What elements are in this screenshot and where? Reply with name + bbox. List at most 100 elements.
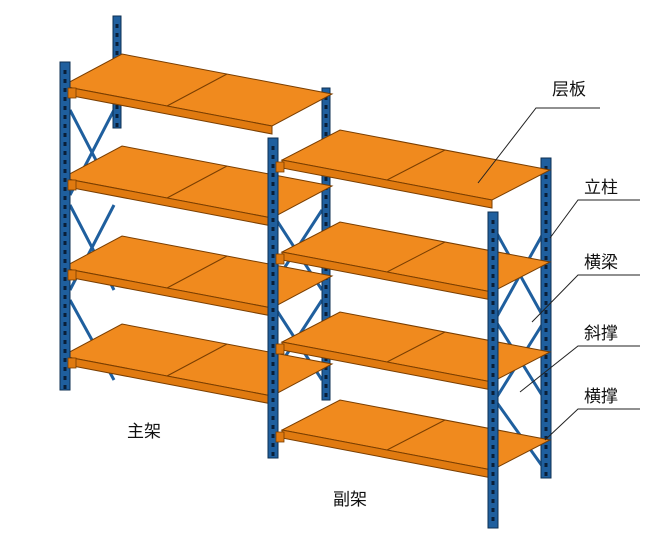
upright-back-right-sub-hole [544, 373, 548, 377]
upright-front-left-main-hole [63, 133, 67, 137]
upright-front-mid-hole [271, 425, 275, 429]
upright-back-right-sub-hole [544, 175, 548, 179]
upright-back-left-main-hole [115, 51, 119, 55]
upright-front-left-main-hole [63, 385, 67, 389]
upright-front-left-main-hole [63, 115, 67, 119]
upright-front-right-sub-hole [491, 463, 495, 467]
upright-front-right-sub-hole [491, 445, 495, 449]
leader-upright [549, 199, 640, 239]
main-shelf-3-seam [166, 255, 228, 289]
upright-front-right-sub-hole [491, 310, 495, 314]
upright-back-right-sub-hole [544, 229, 548, 233]
beam-bracket-6 [275, 343, 285, 355]
upright-back-mid-hole [324, 267, 328, 271]
upright-front-right-sub-hole [491, 220, 495, 224]
upright-front-left-main-hole [63, 214, 67, 218]
upright-front-mid-hole [271, 380, 275, 384]
upright-back-right-sub-hole [544, 211, 548, 215]
beam-part-label: 横梁 [584, 253, 618, 273]
upright-front-mid-hole [271, 344, 275, 348]
upright-front-right-sub-hole [491, 355, 495, 359]
upright-front-mid-hole [271, 335, 275, 339]
upright-front-mid-hole [271, 353, 275, 357]
upright-back-right-sub-hole [544, 445, 548, 449]
upright-front-mid-hole [271, 290, 275, 294]
front-uprights [59, 61, 499, 529]
upright-front-left-main-hole [63, 196, 67, 200]
upright-front-mid-hole [271, 398, 275, 402]
upright-front-left-main-hole [63, 142, 67, 146]
upright-front-left-main-hole [63, 340, 67, 344]
leader-lines [477, 107, 640, 441]
upright-back-mid-hole [324, 132, 328, 136]
upright-front-right-sub-hole [491, 274, 495, 278]
beam-bracket-7 [275, 431, 285, 443]
upright-front-right-sub-hole [491, 490, 495, 494]
upright-front-left-main-hole [63, 79, 67, 83]
upright-front-right-sub-hole [491, 292, 495, 296]
upright-front-mid-hole [271, 200, 275, 204]
upright-back-right-sub-hole [544, 382, 548, 386]
upright-front-mid-hole [271, 389, 275, 393]
upright-front-right-sub [487, 211, 499, 529]
upright-front-right-sub-hole [491, 427, 495, 431]
upright-front-mid-hole [271, 236, 275, 240]
upright-back-mid-hole [324, 294, 328, 298]
upright-front-mid-hole [271, 254, 275, 258]
upright-front-left-main-hole [63, 304, 67, 308]
upright-front-mid-hole [271, 272, 275, 276]
upright-front-left-main-hole [63, 322, 67, 326]
upright-back-right-sub-hole [544, 193, 548, 197]
upright-front-left-main-hole [63, 313, 67, 317]
upright-back-right-sub-hole [544, 346, 548, 350]
upright-front-left-main-hole [63, 70, 67, 74]
beam-bracket-4 [275, 161, 285, 173]
upright-back-mid-hole [324, 303, 328, 307]
upright-front-mid-hole [271, 371, 275, 375]
upright-front-mid-hole [271, 326, 275, 330]
upright-back-mid-hole [324, 384, 328, 388]
upright-front-left-main-hole [63, 169, 67, 173]
upright-front-left-main-hole [63, 349, 67, 353]
upright-front-left-main-hole [63, 295, 67, 299]
upright-front-right-sub-hole [491, 508, 495, 512]
upright-front-left-main-hole [63, 88, 67, 92]
upright-front-left-main-hole [63, 205, 67, 209]
upright-front-right-sub-hole [491, 382, 495, 386]
upright-back-right-sub-hole [544, 292, 548, 296]
upright-front-right-sub-hole [491, 436, 495, 440]
upright-front-mid-hole [271, 218, 275, 222]
upright-back-left-main-hole [115, 42, 119, 46]
upright-front-left-main-hole [63, 106, 67, 110]
upright-front-mid-hole [271, 452, 275, 456]
upright-back-mid-hole [324, 222, 328, 226]
upright-back-mid-hole [324, 213, 328, 217]
beam-bracket-0 [67, 87, 77, 99]
upright-front-right-sub-hole [491, 364, 495, 368]
diagonal-brace-part-label: 斜撑 [584, 324, 618, 344]
sub-shelf-2-seam [386, 241, 446, 273]
upright-back-right-sub-hole [544, 337, 548, 341]
upright-front-mid-hole [271, 182, 275, 186]
upright-back-right-sub-hole [544, 166, 548, 170]
upright-front-right-sub-hole [491, 454, 495, 458]
beam-bracket-3 [67, 357, 77, 369]
upright-front-mid-hole [271, 308, 275, 312]
sub-shelf-1-seam [386, 149, 446, 181]
leader-hbrace [544, 408, 640, 441]
upright-front-mid-hole [271, 209, 275, 213]
upright-front-mid-hole [271, 434, 275, 438]
upright-front-right-sub-hole [491, 400, 495, 404]
upright-back-right-sub-hole [544, 328, 548, 332]
upright-back-right-sub-hole [544, 283, 548, 287]
upright-front-left-main-hole [63, 331, 67, 335]
upright-back-mid-hole [324, 375, 328, 379]
upright-back-mid-hole [324, 105, 328, 109]
upright-front-right-sub-hole [491, 499, 495, 503]
upright-back-right-sub-hole [544, 418, 548, 422]
upright-back-right-sub-hole [544, 391, 548, 395]
upright-front-right-sub-hole [491, 283, 495, 287]
upright-front-left-main-hole [63, 160, 67, 164]
upright-back-right-sub-hole [544, 472, 548, 476]
